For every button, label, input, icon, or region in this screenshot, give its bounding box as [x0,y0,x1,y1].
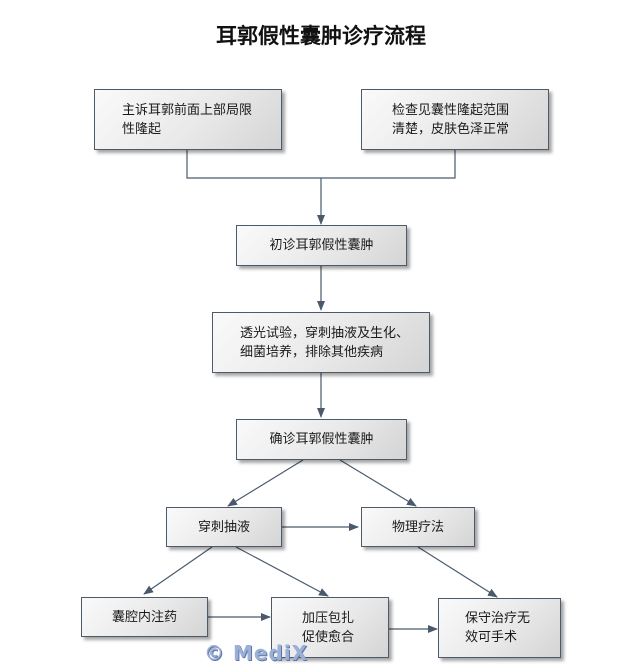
node-compression: 加压包扎 促使愈合 [271,597,389,658]
node-conservative-line-2: 效可手术 [465,630,518,645]
watermark: © MediX [204,641,309,665]
node-physiotherapy: 物理疗法 [361,507,475,547]
node-tests-line-1: 透光试验，穿刺抽液及生化、 [240,325,410,341]
node-conservative-treatment: 保守治疗无 效可手术 [438,598,561,658]
node-chief-complaint-line-2: 性隆起 [122,121,162,137]
node-examination-line-1: 检查见囊性隆起范围 [392,102,510,118]
node-puncture-label: 穿刺抽液 [197,519,250,535]
node-physiotherapy-label: 物理疗法 [391,519,444,535]
node-tests-line-2: 细菌培养，排除其他疾病 [240,344,384,360]
node-intracavity-injection-label: 囊腔内注药 [111,609,177,625]
node-initial-diagnosis: 初诊耳郭假性囊肿 [236,225,407,266]
node-confirmed-diagnosis-label: 确诊耳郭假性囊肿 [269,432,374,447]
arrow-physio-to-conservative [417,546,498,598]
node-chief-complaint: 主诉耳郭前面上部局限 性隆起 [94,89,282,150]
node-initial-diagnosis-label: 初诊耳郭假性囊肿 [269,238,374,253]
node-conservative-line-1: 保守治疗无 [465,611,531,626]
node-puncture: 穿刺抽液 [166,507,282,547]
diagram-title: 耳郭假性囊肿诊疗流程 [216,24,426,48]
node-chief-complaint-line-1: 主诉耳郭前面上部局限 [122,102,253,118]
arrow-confirmed-to-physio [339,459,417,507]
node-examination-line-2: 清楚，皮肤色泽正常 [392,121,510,137]
node-compression-line-2: 促使愈合 [302,629,355,645]
arrow-confirmed-to-puncture [227,459,304,507]
arrow-puncture-to-compression [235,546,329,597]
arrow-puncture-to-injection [143,546,213,595]
node-examination: 检查见囊性隆起范围 清楚，皮肤色泽正常 [361,89,549,150]
connector-exam-merge [321,150,456,179]
connector-complaint-merge [186,150,321,179]
node-confirmed-diagnosis: 确诊耳郭假性囊肿 [236,419,407,460]
node-intracavity-injection: 囊腔内注药 [81,597,208,637]
node-compression-line-1: 加压包扎 [302,610,355,626]
node-tests: 透光试验，穿刺抽液及生化、 细菌培养，排除其他疾病 [212,312,430,373]
